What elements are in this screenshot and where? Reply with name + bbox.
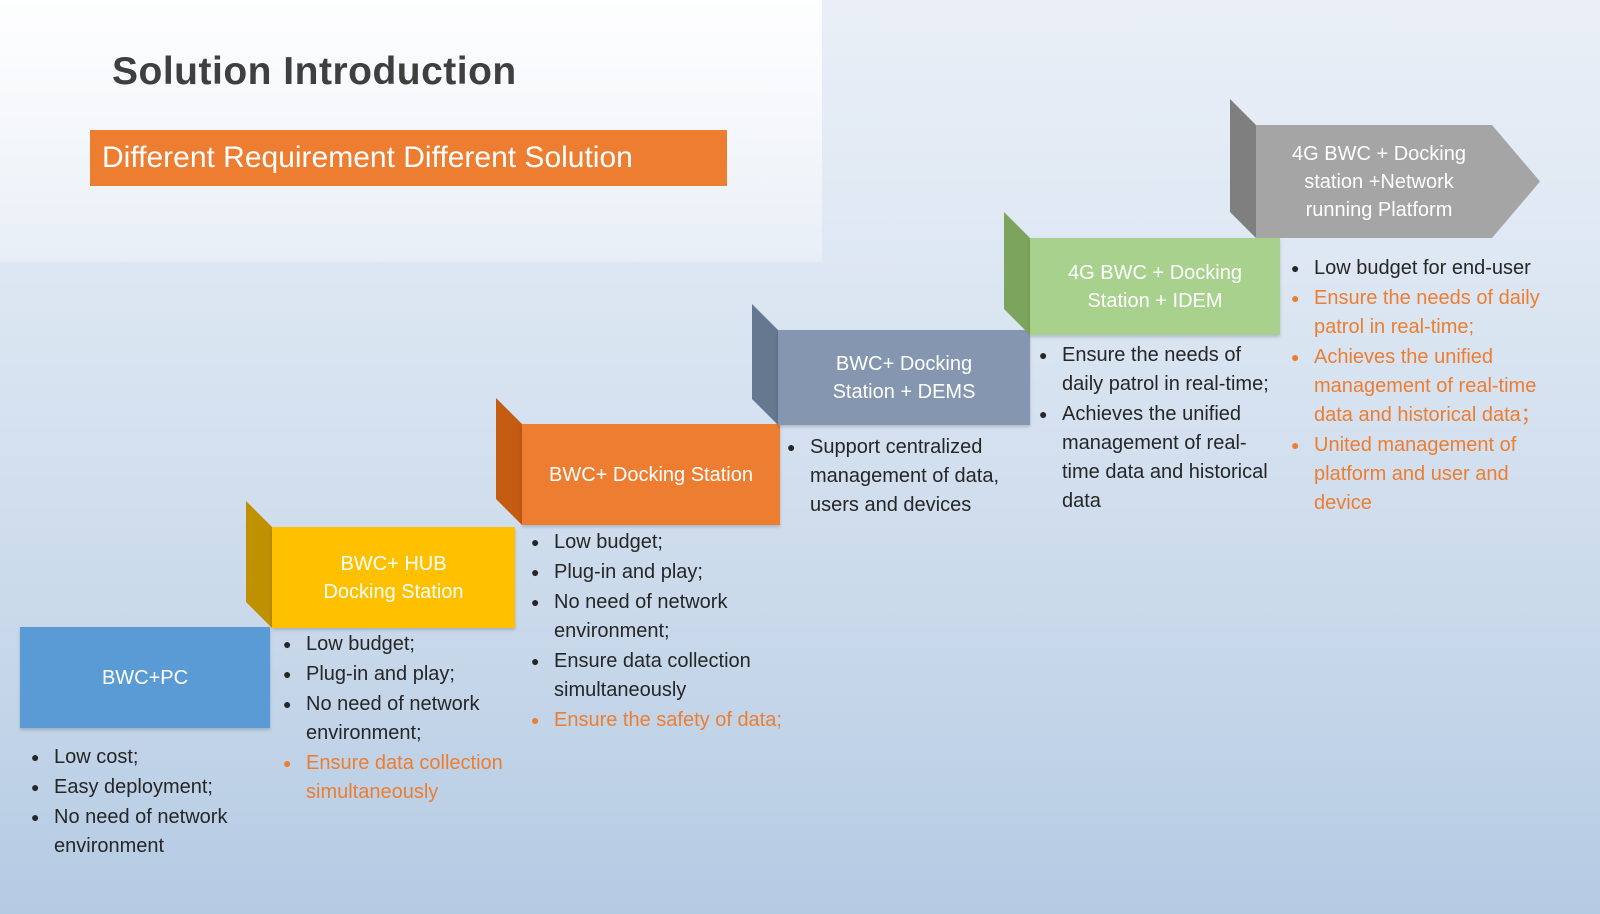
bullet-item: Low budget;: [282, 630, 534, 659]
bullet-item: United management of platform and user a…: [1290, 431, 1542, 518]
step-label: BWC+ Docking Station + DEMS: [832, 352, 976, 403]
step-bullet-list: Low budget;Plug-in and play;No need of n…: [282, 630, 534, 808]
step-box: 4G BWC + Docking Station + IDEM: [1030, 238, 1280, 335]
bullet-item: Ensure data collection simultaneously: [530, 647, 788, 705]
ribbon-fold-shape: [496, 398, 522, 525]
bullet-item: Ensure the needs of daily patrol in real…: [1038, 341, 1284, 399]
bullet-item: Plug-in and play;: [530, 558, 788, 587]
bullet-item: Easy deployment;: [30, 773, 270, 802]
ribbon-fold-shape: [246, 501, 272, 628]
bullet-item: No need of network environment: [30, 803, 270, 861]
banner-text: Different Requirement Different Solution: [102, 141, 633, 174]
step-label: BWC+ HUB Docking Station: [323, 552, 464, 603]
step-box: BWC+ HUB Docking Station: [272, 527, 515, 628]
ribbon-fold-shape: [1230, 99, 1256, 238]
ribbon-fold-shape: [752, 304, 778, 425]
bullet-item: Achieves the unified management of real-…: [1290, 343, 1542, 430]
step-bullet-list: Low budget;Plug-in and play;No need of n…: [530, 528, 788, 736]
step-bullet-list: Ensure the needs of daily patrol in real…: [1038, 341, 1284, 517]
page-title: Solution Introduction: [112, 50, 517, 93]
step-box: BWC+ Docking Station: [522, 424, 780, 525]
bullet-item: No need of network environment;: [282, 690, 534, 748]
step-box: BWC+PC: [20, 627, 270, 728]
step-box: BWC+ Docking Station + DEMS: [778, 330, 1030, 425]
bullet-item: Ensure data collection simultaneously: [282, 749, 534, 807]
step-bullet-list: Support centralized management of data, …: [786, 433, 1034, 521]
bullet-item: Plug-in and play;: [282, 660, 534, 689]
banner: Different Requirement Different Solution: [90, 130, 727, 186]
bullet-item: Low budget for end-user: [1290, 254, 1542, 283]
step-label: BWC+ Docking Station: [549, 463, 753, 486]
bullet-item: No need of network environment;: [530, 588, 788, 646]
bullet-item: Ensure the needs of daily patrol in real…: [1290, 284, 1542, 342]
bullet-item: Ensure the safety of data;: [530, 706, 788, 735]
bullet-item: Low budget;: [530, 528, 788, 557]
bullet-item: Support centralized management of data, …: [786, 433, 1034, 520]
bullet-item: Achieves the unified management of real-…: [1038, 400, 1284, 516]
step-label: BWC+PC: [101, 666, 189, 689]
step-bullet-list: Low cost;Easy deployment;No need of netw…: [30, 743, 270, 862]
bullet-item: Low cost;: [30, 743, 270, 772]
step-bullet-list: Low budget for end-userEnsure the needs …: [1290, 254, 1542, 519]
step-box: 4G BWC + Docking station +Network runnin…: [1256, 125, 1540, 238]
step-label: 4G BWC + Docking station +Network runnin…: [1292, 142, 1466, 221]
ribbon-fold-shape: [1004, 212, 1030, 335]
step-label: 4G BWC + Docking Station + IDEM: [1068, 261, 1242, 312]
